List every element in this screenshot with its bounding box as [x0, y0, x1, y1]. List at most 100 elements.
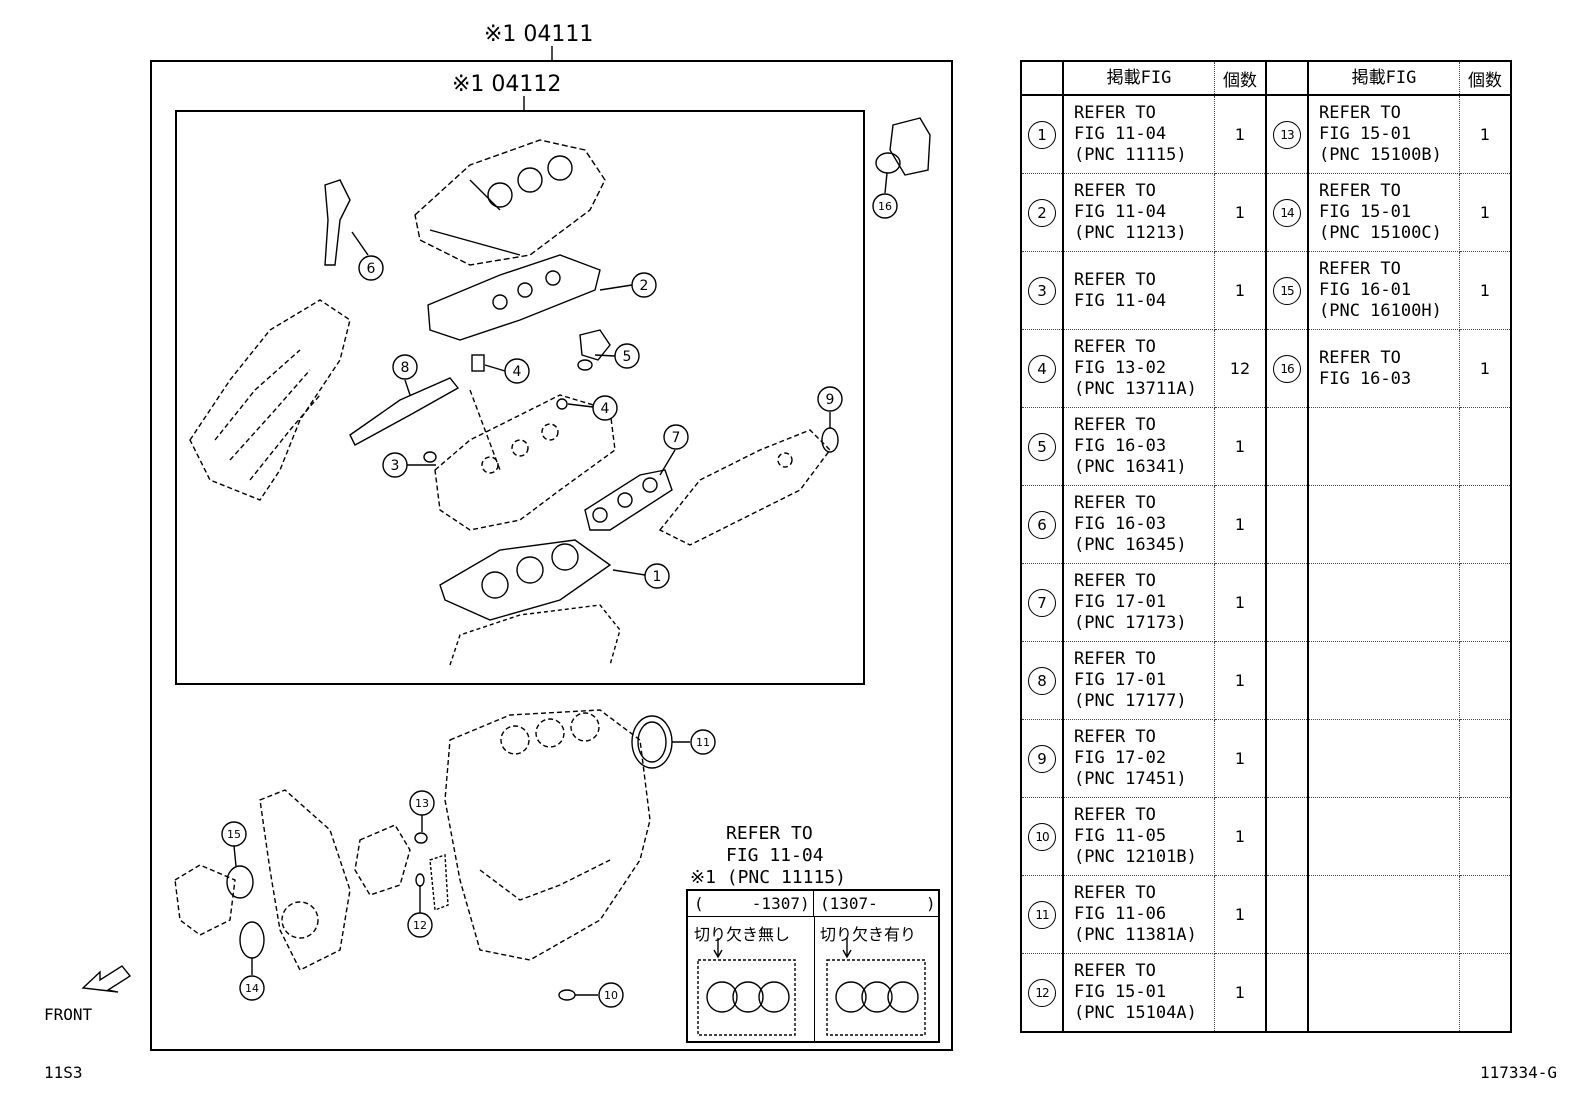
- refer-line1: REFER TO: [1319, 181, 1401, 201]
- svg-text:2: 2: [640, 278, 649, 294]
- part-number-cell: [1265, 797, 1309, 876]
- refer-line1: REFER TO: [1074, 415, 1156, 435]
- refer-line2: FIG 11-04: [1074, 124, 1167, 144]
- svg-text:6: 6: [367, 261, 376, 277]
- refer-line2: FIG 11-05: [1074, 826, 1167, 846]
- quantity-cell: 1: [1214, 173, 1267, 252]
- intake-gasket-drawing: [349, 377, 460, 446]
- refer-line2: FIG 13-02: [1074, 358, 1167, 378]
- quantity-cell: 1: [1459, 94, 1512, 174]
- refer-cell: [1307, 641, 1460, 720]
- callout-11: 11: [690, 729, 716, 755]
- seal-14-drawing: [239, 921, 265, 959]
- quantity-cell: 12: [1214, 329, 1267, 408]
- refer-line1: REFER TO: [1074, 181, 1156, 201]
- seal-15-drawing: [226, 865, 254, 899]
- cylinder-head-drawing: [434, 389, 616, 531]
- svg-text:11: 11: [696, 736, 710, 749]
- part-number-cell: 5: [1020, 407, 1064, 486]
- intake-manifold-drawing: [189, 299, 351, 501]
- quantity-cell: [1459, 953, 1512, 1033]
- part-number-badge: 13: [1273, 120, 1301, 149]
- quantity-cell: [1459, 719, 1512, 798]
- svg-text:16: 16: [878, 200, 892, 213]
- part-number-cell: 15: [1265, 251, 1309, 330]
- header-num-right: [1265, 60, 1309, 96]
- part-number-badge: 12: [1028, 978, 1056, 1007]
- quantity-cell: 1: [1214, 797, 1267, 876]
- refer-line3: (PNC 17173): [1074, 613, 1187, 633]
- quantity-cell: [1459, 407, 1512, 486]
- quantity-cell: [1459, 797, 1512, 876]
- quantity-cell: [1459, 875, 1512, 954]
- callout-1: 1: [644, 563, 670, 589]
- table-header-row: 掲載FIG 個数 掲載FIG 個数: [1020, 60, 1512, 96]
- refer-line2: FIG 15-01: [1319, 202, 1412, 222]
- exhaust-manifold-drawing: [658, 429, 831, 546]
- refer-cell: [1307, 407, 1460, 486]
- part-number-cell: [1265, 641, 1309, 720]
- refer-line3: (PNC 16341): [1074, 457, 1187, 477]
- kit-inner-code: ※1 04112: [452, 72, 562, 97]
- part-number-cell: 16: [1265, 329, 1309, 408]
- quantity-cell: 1: [1214, 563, 1267, 642]
- callout-15: 15: [221, 821, 247, 847]
- inset-refer-line2: FIG 11-04: [726, 845, 824, 866]
- header-fig-right: 掲載FIG: [1307, 60, 1460, 96]
- refer-line1: REFER TO: [1074, 961, 1156, 981]
- part-number-cell: 1: [1020, 94, 1064, 174]
- callout-4b: 4: [592, 395, 618, 421]
- valve-seal-drawing: [471, 354, 485, 372]
- head-cover-gasket-drawing: [427, 254, 601, 341]
- refer-line2: FIG 11-04: [1074, 202, 1167, 222]
- refer-line3: (PNC 13711A): [1074, 379, 1197, 399]
- part-number-cell: 10: [1020, 797, 1064, 876]
- refer-line1: REFER TO: [1319, 347, 1401, 368]
- refer-line1: REFER TO: [1319, 259, 1401, 279]
- callout-13: 13: [409, 790, 435, 816]
- callout-5: 5: [614, 343, 640, 369]
- svg-text:5: 5: [623, 349, 632, 365]
- timing-cover-drawing: [259, 789, 351, 971]
- quantity-cell: 1: [1214, 641, 1267, 720]
- part-number-badge: 14: [1273, 198, 1301, 227]
- kit-inner-frame: [175, 110, 865, 685]
- refer-line3: (PNC 11213): [1074, 223, 1187, 243]
- quantity-cell: [1459, 563, 1512, 642]
- refer-line2: FIG 17-01: [1074, 592, 1167, 612]
- refer-line3: (PNC 16345): [1074, 535, 1187, 555]
- part-number-cell: 2: [1020, 173, 1064, 252]
- part-number-badge: 1: [1028, 120, 1056, 149]
- part-number-cell: 3: [1020, 251, 1064, 330]
- page-code: 11S3: [44, 1063, 83, 1082]
- part-number-cell: 6: [1020, 485, 1064, 564]
- inset-col2-label: 切り欠き有り: [820, 925, 917, 944]
- part-number-cell: 14: [1265, 173, 1309, 252]
- refer-cell: [1307, 563, 1460, 642]
- part-number-cell: [1265, 485, 1309, 564]
- refer-line1: REFER TO: [1074, 103, 1156, 123]
- part-number-cell: [1265, 953, 1309, 1033]
- part-number-badge: 7: [1028, 588, 1056, 617]
- refer-line1: REFER TO: [1319, 103, 1401, 123]
- refer-line2: FIG 17-01: [1074, 670, 1167, 690]
- quantity-cell: 1: [1214, 953, 1267, 1033]
- part-number-cell: 4: [1020, 329, 1064, 408]
- callout-12: 12: [407, 912, 433, 938]
- callout-4: 4: [504, 358, 530, 384]
- gasket-variant-inset: ( -1307) (1307- ) 切り欠き無し 切り欠き有り: [686, 889, 940, 1043]
- exploded-engine-diagram: 1 2 3 4 4 5 6 7 8 9 10 11 12 13 14 15 16: [81, 46, 931, 1036]
- svg-text:7: 7: [672, 430, 681, 446]
- cylinder-block-drawing: [444, 709, 651, 961]
- refer-line1: REFER TO: [1074, 883, 1156, 903]
- refer-line1: REFER TO: [1074, 493, 1156, 513]
